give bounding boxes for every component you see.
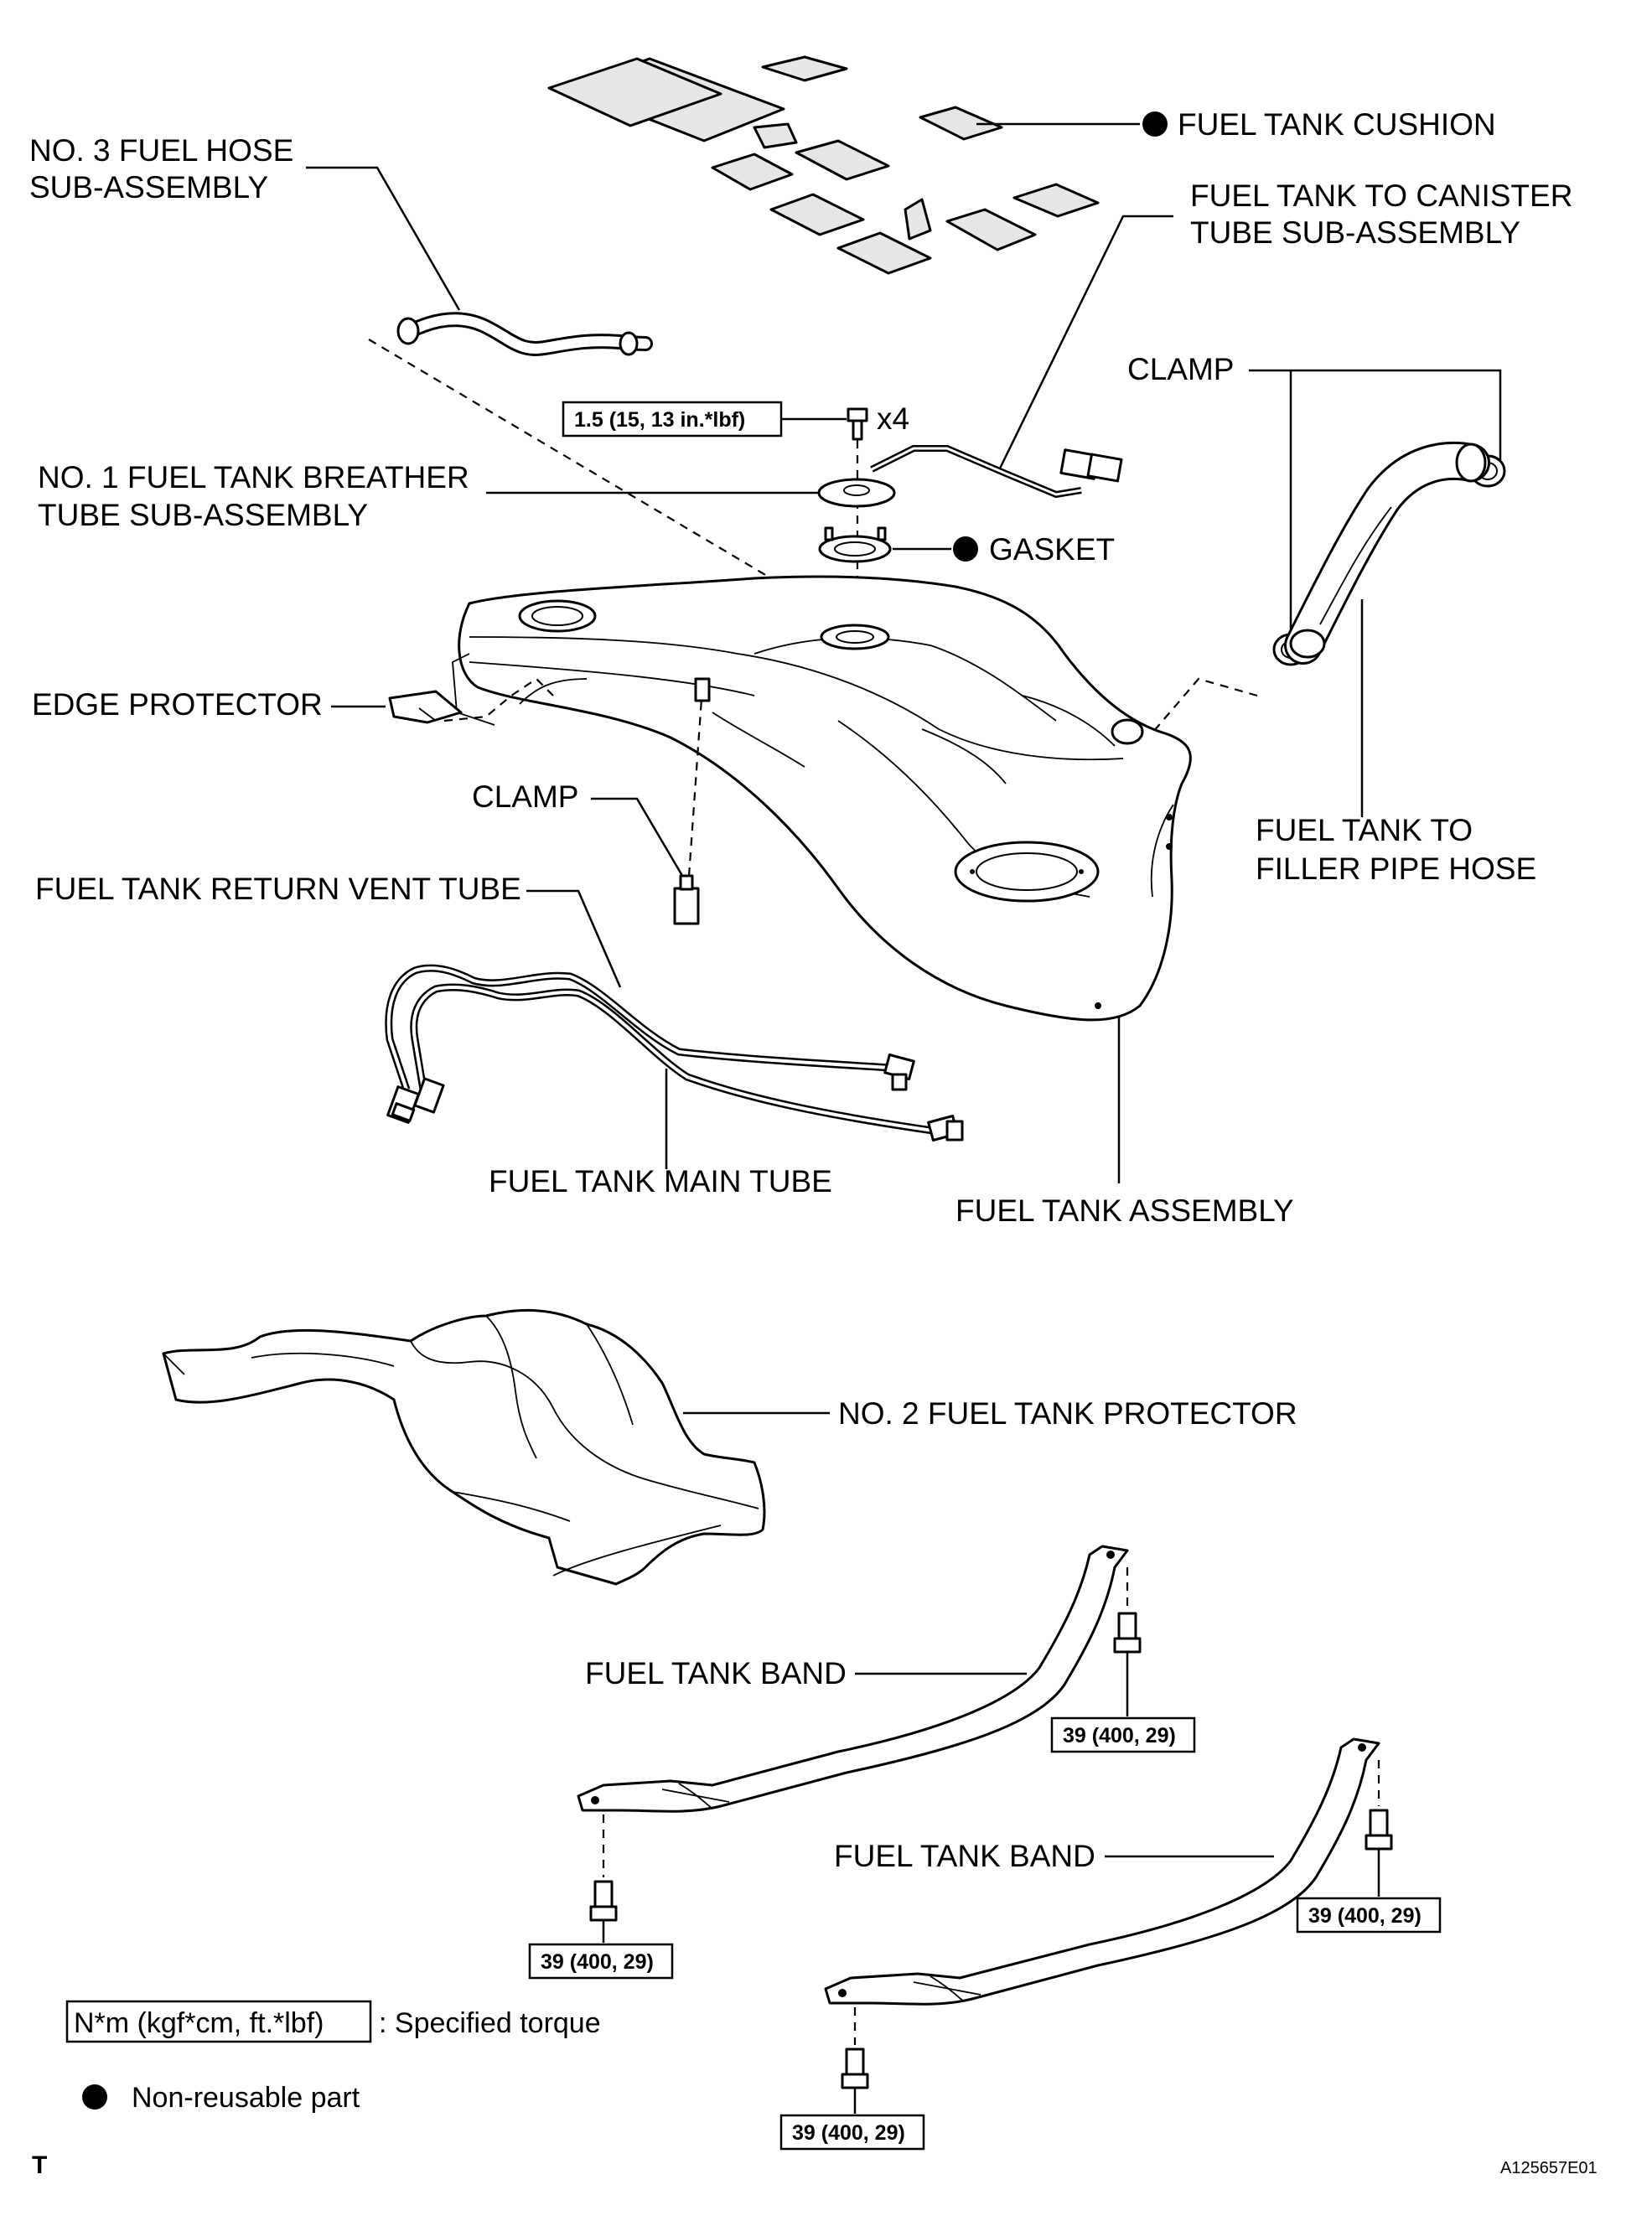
label-tank-assembly: FUEL TANK ASSEMBLY [955, 1193, 1294, 1228]
clamp-mount-tab [694, 677, 711, 702]
torque-box-band-upper-right [1050, 1716, 1196, 1753]
bolt-band-lower-left [841, 2048, 869, 2089]
bolt-band-upper-right [1113, 1612, 1142, 1654]
label-gasket: GASKET [989, 532, 1115, 567]
label-no3-fuel-hose-line2: SUB-ASSEMBLY [29, 170, 268, 204]
no2-fuel-tank-protector [162, 1308, 766, 1586]
legend-non-reusable-text: Non-reusable part [132, 2082, 360, 2114]
fuel-tank-cushion-pads [547, 55, 1100, 275]
label-no3-fuel-hose-line1: NO. 3 FUEL HOSE [29, 133, 293, 168]
label-filler-hose-line2: FILLER PIPE HOSE [1256, 852, 1536, 886]
label-breather-tube-line2: TUBE SUB-ASSEMBLY [38, 498, 368, 532]
gasket-ring [818, 526, 892, 563]
label-band-upper: FUEL TANK BAND [585, 1656, 847, 1690]
label-no2-protector: NO. 2 FUEL TANK PROTECTOR [838, 1396, 1297, 1431]
breather-tube-plate [817, 478, 896, 508]
non-reusable-marker-cushion [1142, 111, 1168, 137]
label-filler-hose-line1: FUEL TANK TO [1256, 813, 1473, 847]
label-fuel-tank-cushion: FUEL TANK CUSHION [1178, 107, 1496, 142]
torque-band-upper-left: 39 (400, 29) [541, 1950, 654, 1974]
torque-box-band-lower-left [779, 2114, 925, 2151]
torque-band-lower-right: 39 (400, 29) [1308, 1904, 1422, 1928]
label-band-lower: FUEL TANK BAND [834, 1839, 1095, 1873]
figure-id: A125657E01 [1500, 2159, 1598, 2177]
label-breather-tube-line1: NO. 1 FUEL TANK BREATHER [38, 460, 469, 494]
legend-torque-unit: N*m (kgf*cm, ft.*lbf) [74, 2007, 324, 2039]
edge-protector-part [388, 690, 463, 724]
legend-torque-text: : Specified torque [379, 2007, 601, 2039]
label-canister-tube-line2: TUBE SUB-ASSEMBLY [1190, 215, 1520, 250]
torque-band-lower-left: 39 (400, 29) [792, 2121, 905, 2145]
return-vent-tube [385, 964, 915, 1091]
label-return-vent-tube: FUEL TANK RETURN VENT TUBE [35, 872, 521, 906]
canister-tube [870, 445, 1123, 499]
legend-non-reusable-marker [82, 2084, 107, 2110]
fuel-tank-band-lower [824, 1737, 1380, 2006]
label-canister-tube-line1: FUEL TANK TO CANISTER [1190, 179, 1572, 213]
bolt-breather [847, 407, 868, 441]
non-reusable-marker-gasket [953, 536, 978, 562]
torque-box-breather-bolts [562, 401, 783, 437]
filler-pipe-hose [1284, 441, 1490, 665]
torque-box-band-lower-right [1296, 1897, 1442, 1934]
label-quantity-x4: x4 [877, 401, 909, 436]
torque-band-upper-right: 39 (400, 29) [1063, 1724, 1176, 1747]
clamp-middle-part [673, 874, 700, 925]
bolt-band-lower-right [1365, 1809, 1393, 1851]
corner-mark: T [32, 2151, 47, 2179]
main-tube [386, 983, 964, 1142]
label-edge-protector: EDGE PROTECTOR [32, 687, 323, 722]
label-main-tube: FUEL TANK MAIN TUBE [489, 1164, 832, 1199]
label-clamp-mid: CLAMP [472, 779, 578, 814]
bolt-band-upper-left [589, 1880, 618, 1922]
fuel-tank-band-upper [577, 1545, 1129, 1813]
label-clamp-top: CLAMP [1127, 352, 1234, 386]
torque-breather-bolts: 1.5 (15, 13 in.*lbf) [574, 408, 745, 432]
torque-box-band-upper-left [528, 1943, 674, 1980]
no3-fuel-hose [396, 312, 653, 356]
fuel-tank-body [452, 575, 1192, 1022]
legend-torque-box [65, 2000, 372, 2043]
